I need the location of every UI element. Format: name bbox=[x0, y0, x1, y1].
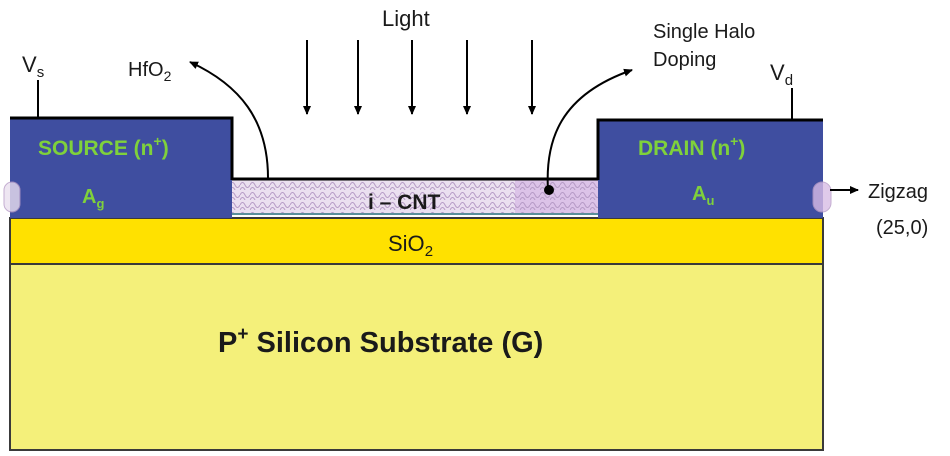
channel-label: i – CNT bbox=[368, 191, 441, 214]
drain-close: ) bbox=[738, 137, 745, 160]
oxide-layer bbox=[9, 217, 824, 265]
vs-label: Vs bbox=[22, 52, 44, 81]
source-metal-main: A bbox=[82, 186, 96, 208]
oxide-sub: 2 bbox=[425, 243, 433, 260]
drain-metal-main: A bbox=[692, 183, 706, 205]
source-metal-sub: g bbox=[96, 196, 104, 211]
hfo2-pointer bbox=[189, 61, 269, 179]
source-label: SOURCE (n+) bbox=[38, 133, 169, 160]
drain-main: DRAIN (n bbox=[638, 137, 730, 160]
halo-label-line2: Doping bbox=[653, 49, 716, 71]
cnt-left-end bbox=[3, 181, 21, 213]
drain-metal-sub: u bbox=[706, 193, 714, 208]
drain-label: DRAIN (n+) bbox=[638, 133, 745, 160]
source-block bbox=[10, 118, 232, 218]
drain-outline bbox=[596, 118, 823, 180]
hfo2-main: HfO bbox=[128, 59, 164, 81]
oxide-label: SiO2 bbox=[388, 231, 433, 260]
vs-main: V bbox=[22, 52, 37, 77]
halo-dot bbox=[544, 185, 554, 195]
substrate-sup: + bbox=[237, 324, 248, 345]
halo-doping-hatch bbox=[515, 180, 600, 214]
zigzag-label-line2: (25,0) bbox=[876, 217, 928, 239]
light-arrows bbox=[303, 40, 536, 115]
zigzag-label-line1: Zigzag bbox=[868, 181, 928, 203]
substrate-block bbox=[9, 263, 824, 451]
substrate-label: P+ Silicon Substrate (G) bbox=[218, 324, 543, 359]
substrate-rest: Silicon Substrate (G) bbox=[248, 327, 543, 359]
source-close: ) bbox=[162, 137, 169, 160]
vd-label: Vd bbox=[770, 60, 793, 89]
hfo2-sub: 2 bbox=[164, 68, 172, 84]
vd-main: V bbox=[770, 60, 785, 85]
substrate-p: P bbox=[218, 327, 237, 359]
source-sup: + bbox=[154, 133, 162, 149]
drain-metal-label: Au bbox=[692, 183, 714, 208]
light-label: Light bbox=[382, 6, 430, 31]
source-outline bbox=[10, 116, 234, 180]
halo-pointer bbox=[546, 68, 633, 191]
source-metal-label: Ag bbox=[82, 186, 104, 211]
drain-block bbox=[598, 120, 823, 218]
halo-label-line1: Single Halo bbox=[653, 21, 755, 43]
source-main: SOURCE (n bbox=[38, 137, 154, 160]
vs-sub: s bbox=[37, 64, 45, 81]
cnt-right-end bbox=[812, 181, 832, 213]
drain-sup: + bbox=[730, 133, 738, 149]
hfo2-label: HfO2 bbox=[128, 59, 172, 84]
oxide-main: SiO bbox=[388, 231, 425, 256]
vd-sub: d bbox=[785, 72, 793, 89]
